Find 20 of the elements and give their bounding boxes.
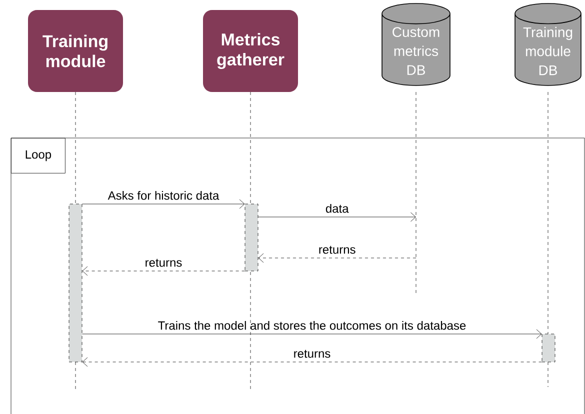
edge-label: Trains the model and stores the outcomes on its database bbox=[158, 320, 466, 330]
activation-bar bbox=[542, 334, 556, 362]
actor-box: Training module bbox=[28, 10, 123, 92]
message-arrow bbox=[258, 212, 416, 222]
edge-label: returns bbox=[319, 246, 356, 254]
message-arrow bbox=[258, 253, 416, 263]
database-cylinder: Training module DB bbox=[514, 3, 582, 86]
edge-label: returns bbox=[146, 258, 182, 267]
message-arrow bbox=[82, 266, 245, 276]
edge-label: data bbox=[326, 204, 349, 213]
edge-label: returns bbox=[294, 350, 330, 358]
activation-bar bbox=[68, 204, 82, 362]
edge-label: Asks for historic data bbox=[108, 191, 220, 200]
actor-box: Metrics gatherer bbox=[203, 10, 298, 92]
message-arrow bbox=[82, 357, 542, 367]
loop-tab: Loop bbox=[11, 138, 66, 174]
message-arrow bbox=[82, 199, 245, 209]
activation-bar bbox=[244, 204, 258, 272]
database-cylinder: Custom metrics DB bbox=[382, 3, 450, 86]
message-arrow bbox=[82, 329, 542, 339]
